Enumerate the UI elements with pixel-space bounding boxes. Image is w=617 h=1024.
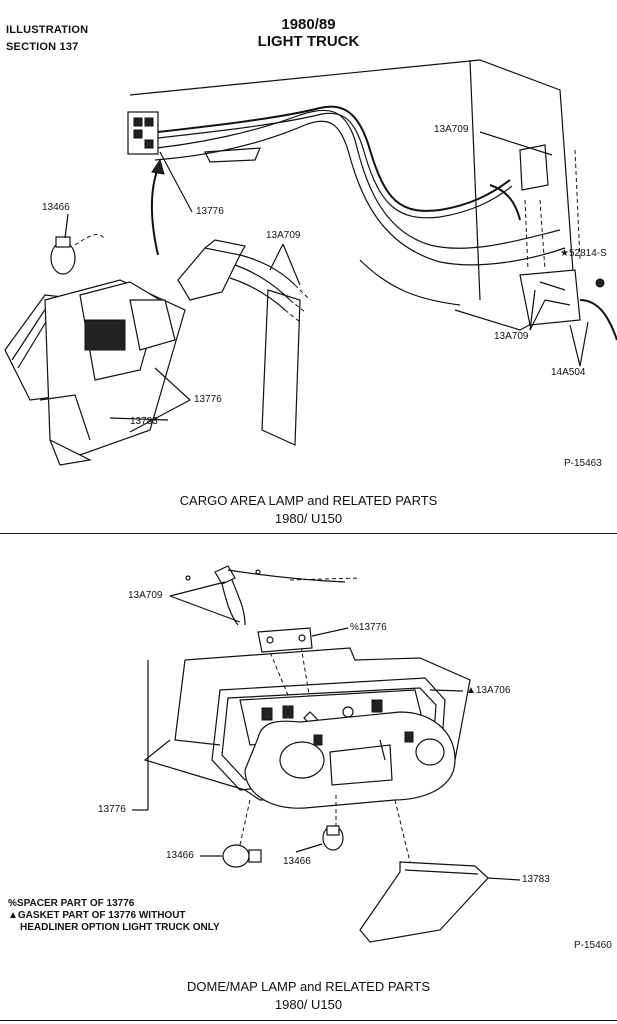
dome-leaders	[132, 581, 521, 881]
note-headliner: HEADLINER OPTION LIGHT TRUCK ONLY	[20, 922, 220, 933]
label-13783-top: 13783	[130, 416, 158, 427]
label-13466-top: 13466	[42, 202, 70, 213]
label-13466-dome-b: 13466	[283, 856, 311, 867]
label-14a504: 14A504	[551, 367, 586, 378]
section-divider	[0, 533, 617, 534]
cargo-harness	[157, 105, 581, 271]
label-13776-dome: 13776	[98, 804, 126, 815]
dome-bulbs	[222, 825, 344, 868]
page-title: 1980/89 LIGHT TRUCK	[0, 16, 617, 50]
label-13a706: ▲13A706	[466, 685, 511, 696]
star-icon: ★	[560, 248, 569, 259]
footnotes: %SPACER PART OF 13776 ▲GASKET PART OF 13…	[8, 898, 220, 934]
cargo-lamp-assembly	[4, 279, 186, 466]
caption-cargo: CARGO AREA LAMP and RELATED PARTS 1980/ …	[0, 492, 617, 528]
dome-wiring	[185, 565, 361, 701]
dome-spacer	[257, 627, 313, 653]
dome-lamp-housing	[244, 711, 456, 809]
part-number-top: P-15463	[564, 458, 602, 469]
triangle-icon: ▲	[466, 685, 476, 696]
cargo-body-panel	[129, 59, 576, 331]
illustration-label: ILLUSTRATION	[6, 24, 89, 36]
illustration-header: ILLUSTRATION SECTION 137	[6, 22, 88, 56]
note-gasket: ▲GASKET PART OF 13776 WITHOUT	[8, 910, 186, 921]
cargo-leaders	[64, 131, 589, 433]
note-spacer: %SPACER PART OF 13776	[8, 898, 135, 909]
cargo-bulb	[50, 234, 106, 275]
caption-dome-title: DOME/MAP LAMP and RELATED PARTS	[187, 979, 430, 994]
section-label: SECTION 137	[6, 41, 79, 53]
label-13783-dome: 13783	[522, 874, 550, 885]
label-13a709-top: 13A709	[434, 124, 469, 135]
cargo-lamp-housing-small	[127, 111, 159, 155]
cargo-arrow	[151, 158, 165, 256]
bottom-rule	[0, 1020, 617, 1021]
part-number-bottom: P-15460	[574, 940, 612, 951]
cargo-headliner-panel	[261, 289, 301, 446]
label-13776-lamp: 13776	[194, 394, 222, 405]
label-13a709-mid: 13A709	[266, 230, 301, 241]
title-vehicle: LIGHT TRUCK	[257, 33, 360, 50]
dome-lens	[359, 861, 489, 943]
label-13776-top: 13776	[196, 206, 224, 217]
triangle-icon: ▲	[8, 910, 18, 921]
label-13a709-low: 13A709	[494, 331, 529, 342]
label-13776-spacer: %13776	[350, 622, 387, 633]
title-years: 1980/89	[281, 16, 336, 33]
label-52814s: ★52814-S	[560, 248, 607, 259]
cargo-connector-plug	[177, 239, 311, 323]
caption-cargo-title: CARGO AREA LAMP and RELATED PARTS	[179, 493, 438, 508]
caption-dome: DOME/MAP LAMP and RELATED PARTS 1980/ U1…	[0, 978, 617, 1014]
cargo-ground-connector	[519, 269, 617, 341]
label-13466-dome-a: 13466	[166, 850, 194, 861]
caption-cargo-model: 1980/ U150	[274, 511, 343, 526]
label-13a709-dome: 13A709	[128, 590, 163, 601]
caption-dome-model: 1980/ U150	[274, 997, 343, 1012]
percent-mark: %	[350, 622, 359, 633]
